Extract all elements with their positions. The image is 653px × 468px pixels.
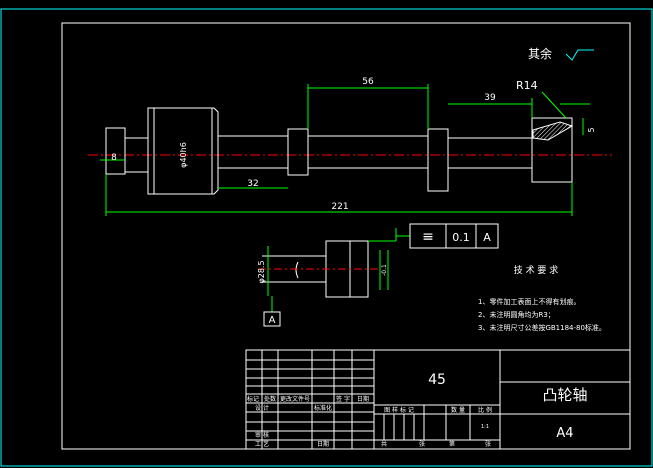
shaft-journal-1 <box>217 135 289 169</box>
tb-ratio: 比 例 <box>478 406 492 414</box>
shaft-journal-2 <box>307 135 429 169</box>
dim-32: 32 <box>247 179 258 189</box>
outer-border <box>0 8 653 467</box>
tech-item-3: 3、未注明尺寸公差按GB1184-80标准。 <box>478 323 606 332</box>
tb-process: 工 艺 <box>255 440 269 448</box>
dim-39: 39 <box>484 93 496 103</box>
tolerance-value: 0.1 <box>452 231 470 244</box>
tb-audit: 审 核 <box>255 431 269 439</box>
tb-row-count: 处数 <box>264 395 276 403</box>
dim-phi40: φ40h6 <box>179 142 188 168</box>
tech-item-1: 1、零件加工表面上不得有划痕。 <box>478 297 580 306</box>
tb-stage-mark: 图 样 标 记 <box>384 406 414 414</box>
shaft-journal-3 <box>447 137 533 169</box>
tb-row-change: 更改文件号 <box>280 395 310 403</box>
tb-sheet-word: 张 <box>419 440 425 448</box>
shaft-collar-3 <box>427 128 449 192</box>
tb-part-name: 凸轮轴 <box>542 386 587 404</box>
tb-total: 共 <box>381 440 387 448</box>
shaft-collar-2 <box>287 128 309 176</box>
title-block <box>245 349 631 450</box>
surface-note: 其余 <box>528 46 552 61</box>
section-tol: -0.1 <box>381 264 388 276</box>
dim-56: 56 <box>362 77 374 87</box>
tb-quantity: 数 量 <box>451 406 465 414</box>
section-dims <box>267 228 410 312</box>
dimension-lines <box>100 84 590 216</box>
tb-row-sign: 签 字 <box>336 395 350 403</box>
dim-5: 5 <box>587 127 596 132</box>
datum-box <box>263 311 281 327</box>
tb-standardize: 标准化 <box>314 404 332 412</box>
dim-r14: R14 <box>516 79 538 92</box>
tolerance-symbol: ≡ <box>422 229 434 245</box>
dim-8: 8 <box>111 153 117 163</box>
tb-sheet-word2: 张 <box>485 440 491 448</box>
dim-221: 221 <box>331 202 348 212</box>
tb-material: 45 <box>428 372 446 388</box>
tb-scale: 1:1 <box>481 424 489 430</box>
tolerance-frame: ≡ 0.1 A <box>409 223 499 249</box>
cam-groove <box>532 121 574 141</box>
shaft-left-end <box>105 127 126 175</box>
tech-item-2: 2、未注明圆角均为R3； <box>478 310 555 319</box>
tb-row-mark: 标记 <box>247 395 259 403</box>
section-dia: φ28.5 <box>257 260 266 283</box>
tb-sheet-size: A4 <box>556 426 573 441</box>
shaft-main-collar <box>147 107 219 195</box>
shaft <box>105 107 574 195</box>
tech-title: 技 术 要 求 <box>514 264 559 276</box>
tb-row-date: 日期 <box>357 395 369 403</box>
tb-date: 日期 <box>317 440 329 448</box>
tb-sheet-no: 第 <box>449 440 455 448</box>
tb-designer: 设 计 <box>255 404 269 412</box>
tolerance-datum: A <box>483 231 491 244</box>
shaft-cam-end <box>531 117 573 183</box>
datum-label: A <box>269 315 276 326</box>
roughness-symbol <box>565 49 594 61</box>
